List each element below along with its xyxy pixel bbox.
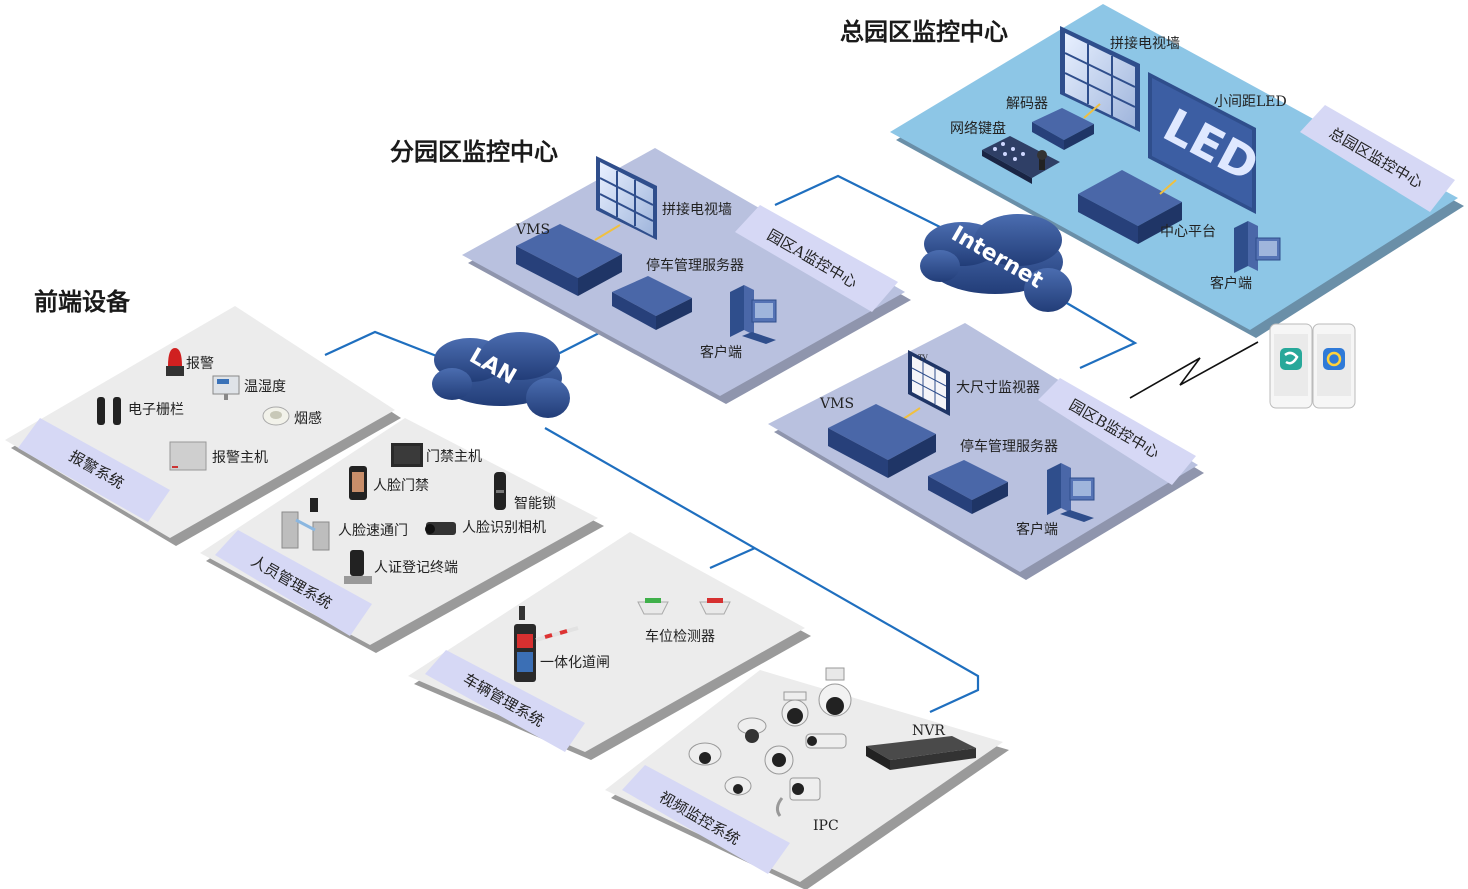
label-space-detector: 车位检测器: [645, 628, 715, 645]
space-detector-red-icon: [699, 598, 731, 615]
label-b-vms: VMS: [819, 396, 854, 412]
parking-server-a-icon: [612, 276, 692, 330]
lan-cloud: LAN: [432, 332, 570, 418]
label-alarm: 报警: [186, 356, 214, 372]
space-detector-green-icon: [637, 598, 669, 615]
monitor-tv-text: TV: [918, 354, 929, 362]
electronic-fence-icon: [97, 397, 121, 425]
nvr-device-icon: [866, 736, 976, 770]
box-camera-icon: [775, 777, 821, 817]
label-smart-lock: 智能锁: [514, 496, 556, 512]
link-wireless: [1129, 341, 1259, 399]
label-ipc: IPC: [813, 818, 839, 834]
label-fence: 电子栅栏: [128, 402, 184, 418]
mobile-phone-app-2-icon: [1312, 323, 1356, 409]
dome-camera-icon: [688, 742, 722, 766]
thermo-sensor-icon: [212, 375, 240, 400]
small-dome-camera-icon: [724, 776, 752, 796]
smoke-detector-icon: [262, 406, 290, 426]
large-monitor-b-icon: TV: [908, 350, 950, 416]
label-m-client: 客户端: [1210, 275, 1252, 292]
label-a-wall: 拼接电视墙: [662, 201, 732, 218]
alarm-host-icon: [169, 441, 207, 471]
smart-lock-icon: [494, 472, 506, 510]
link-lan-video: [544, 427, 980, 713]
label-face-door: 人脸门禁: [373, 478, 429, 494]
vms-server-a-icon: [516, 224, 622, 296]
network-keyboard-icon: [982, 136, 1060, 184]
turret-camera-icon: [737, 717, 767, 743]
decoder-icon: [1032, 108, 1094, 150]
bullet-camera-icon: [805, 733, 847, 749]
label-face-cam: 人脸识别相机: [462, 520, 546, 536]
label-b-client: 客户端: [1016, 521, 1058, 538]
ptz-dome-camera-icon: [818, 667, 852, 717]
label-door-host: 门禁主机: [426, 449, 482, 465]
plate-center-b: [768, 323, 1204, 580]
label-m-platform: 中心平台: [1160, 224, 1216, 240]
face-access-terminal-icon: [349, 466, 367, 500]
label-id-terminal: 人证登记终端: [374, 560, 458, 576]
parking-server-b-icon: [928, 460, 1008, 514]
label-b-parking: 停车管理服务器: [960, 438, 1058, 455]
id-registration-terminal-icon: [344, 550, 372, 584]
client-pc-a-icon: [730, 285, 777, 344]
video-wall-main-icon: [1060, 26, 1140, 132]
label-thermo: 温湿度: [244, 379, 286, 395]
link-alarm-lan: [324, 330, 453, 364]
central-platform-server-icon: [1078, 170, 1182, 244]
fisheye-camera-icon: [764, 745, 794, 775]
plate-center-a: [462, 148, 911, 404]
label-m-keyboard: 网络键盘: [950, 120, 1006, 137]
face-speed-gate-icon: [281, 498, 330, 551]
client-pc-main-icon: [1234, 221, 1281, 273]
client-pc-b-icon: [1047, 463, 1095, 522]
label-m-wall: 拼接电视墙: [1110, 35, 1180, 52]
link-vms-wall-a: [594, 224, 621, 241]
label-smoke: 烟感: [294, 410, 322, 427]
mini-ptz-camera-icon: [781, 691, 809, 727]
internet-cloud: Internet: [920, 214, 1072, 312]
label-b-monitor: 大尺寸监视器: [956, 380, 1040, 396]
label-face-gate: 人脸速通门: [338, 523, 408, 539]
alarm-light-icon: [166, 348, 184, 376]
face-recognition-camera-icon: [425, 522, 456, 535]
link-decoder-wall: [1083, 103, 1101, 119]
link-platform-led: [1159, 179, 1177, 195]
label-m-decoder: 解码器: [1006, 96, 1048, 112]
door-controller-icon: [391, 443, 423, 467]
barrier-gate-icon: [514, 606, 579, 682]
link-center-a-internet: [774, 174, 943, 229]
label-alarm-host: 报警主机: [212, 450, 268, 466]
mobile-phone-app-1-icon: [1269, 323, 1313, 409]
section-title-main-center: 总园区监控中心: [840, 17, 1008, 46]
video-wall-a-icon: [596, 156, 657, 240]
vms-server-b-icon: [828, 404, 936, 478]
label-nvr: NVR: [912, 723, 945, 739]
label-a-client: 客户端: [700, 344, 742, 361]
link-vehicle-branch: [709, 546, 756, 570]
label-a-vms: VMS: [515, 222, 550, 238]
label-a-parking: 停车管理服务器: [646, 257, 744, 274]
label-barrier: 一体化道闸: [540, 655, 610, 671]
led-screen-icon: LED: [1148, 72, 1268, 214]
section-title-front-end: 前端设备: [34, 287, 131, 316]
label-m-led: 小间距LED: [1214, 94, 1287, 110]
section-title-branch-center: 分园区监控中心: [390, 137, 558, 166]
link-internet-center-b: [1064, 301, 1138, 370]
